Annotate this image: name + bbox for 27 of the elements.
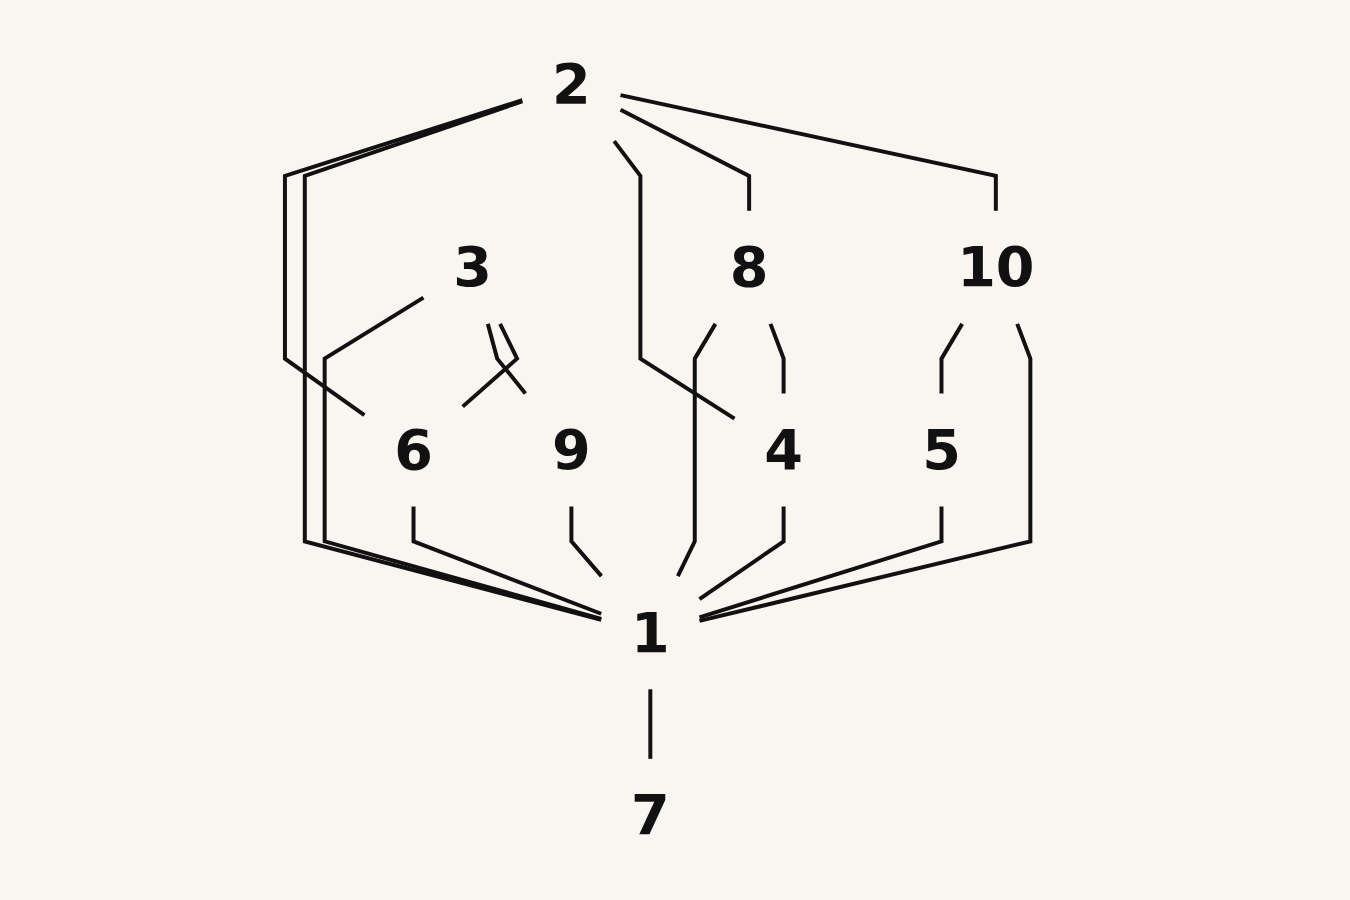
node-text: 1: [631, 599, 671, 665]
connector: [699, 506, 944, 620]
connector: [699, 323, 1033, 623]
node-text: 9: [552, 417, 592, 482]
connector: [411, 506, 603, 616]
node-text: 6: [394, 417, 434, 482]
connector: [612, 139, 736, 421]
connector: [676, 322, 718, 577]
connector: [486, 323, 528, 395]
node-text: 8: [730, 234, 769, 300]
connector: [461, 323, 520, 409]
connector: [648, 689, 653, 759]
connector: [939, 322, 965, 394]
node-text: 2: [552, 51, 592, 117]
node-text: 10: [957, 234, 1035, 300]
connector: [620, 108, 752, 211]
connector: [323, 295, 603, 621]
node-text: 3: [453, 234, 493, 300]
connector: [620, 93, 999, 211]
node-text: 5: [922, 417, 962, 482]
node-text: 4: [764, 417, 804, 482]
connector: [769, 323, 786, 394]
connector: [569, 506, 604, 578]
node-text: 7: [631, 782, 671, 848]
connector: [283, 98, 524, 417]
connector: [303, 99, 603, 622]
connector: [698, 506, 786, 601]
